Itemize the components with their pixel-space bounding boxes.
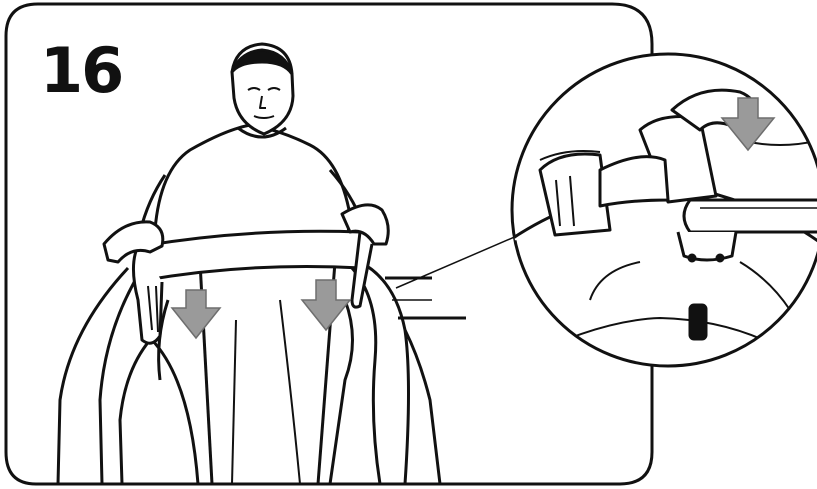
detail-view xyxy=(510,54,817,366)
step-number: 16 xyxy=(40,40,122,102)
